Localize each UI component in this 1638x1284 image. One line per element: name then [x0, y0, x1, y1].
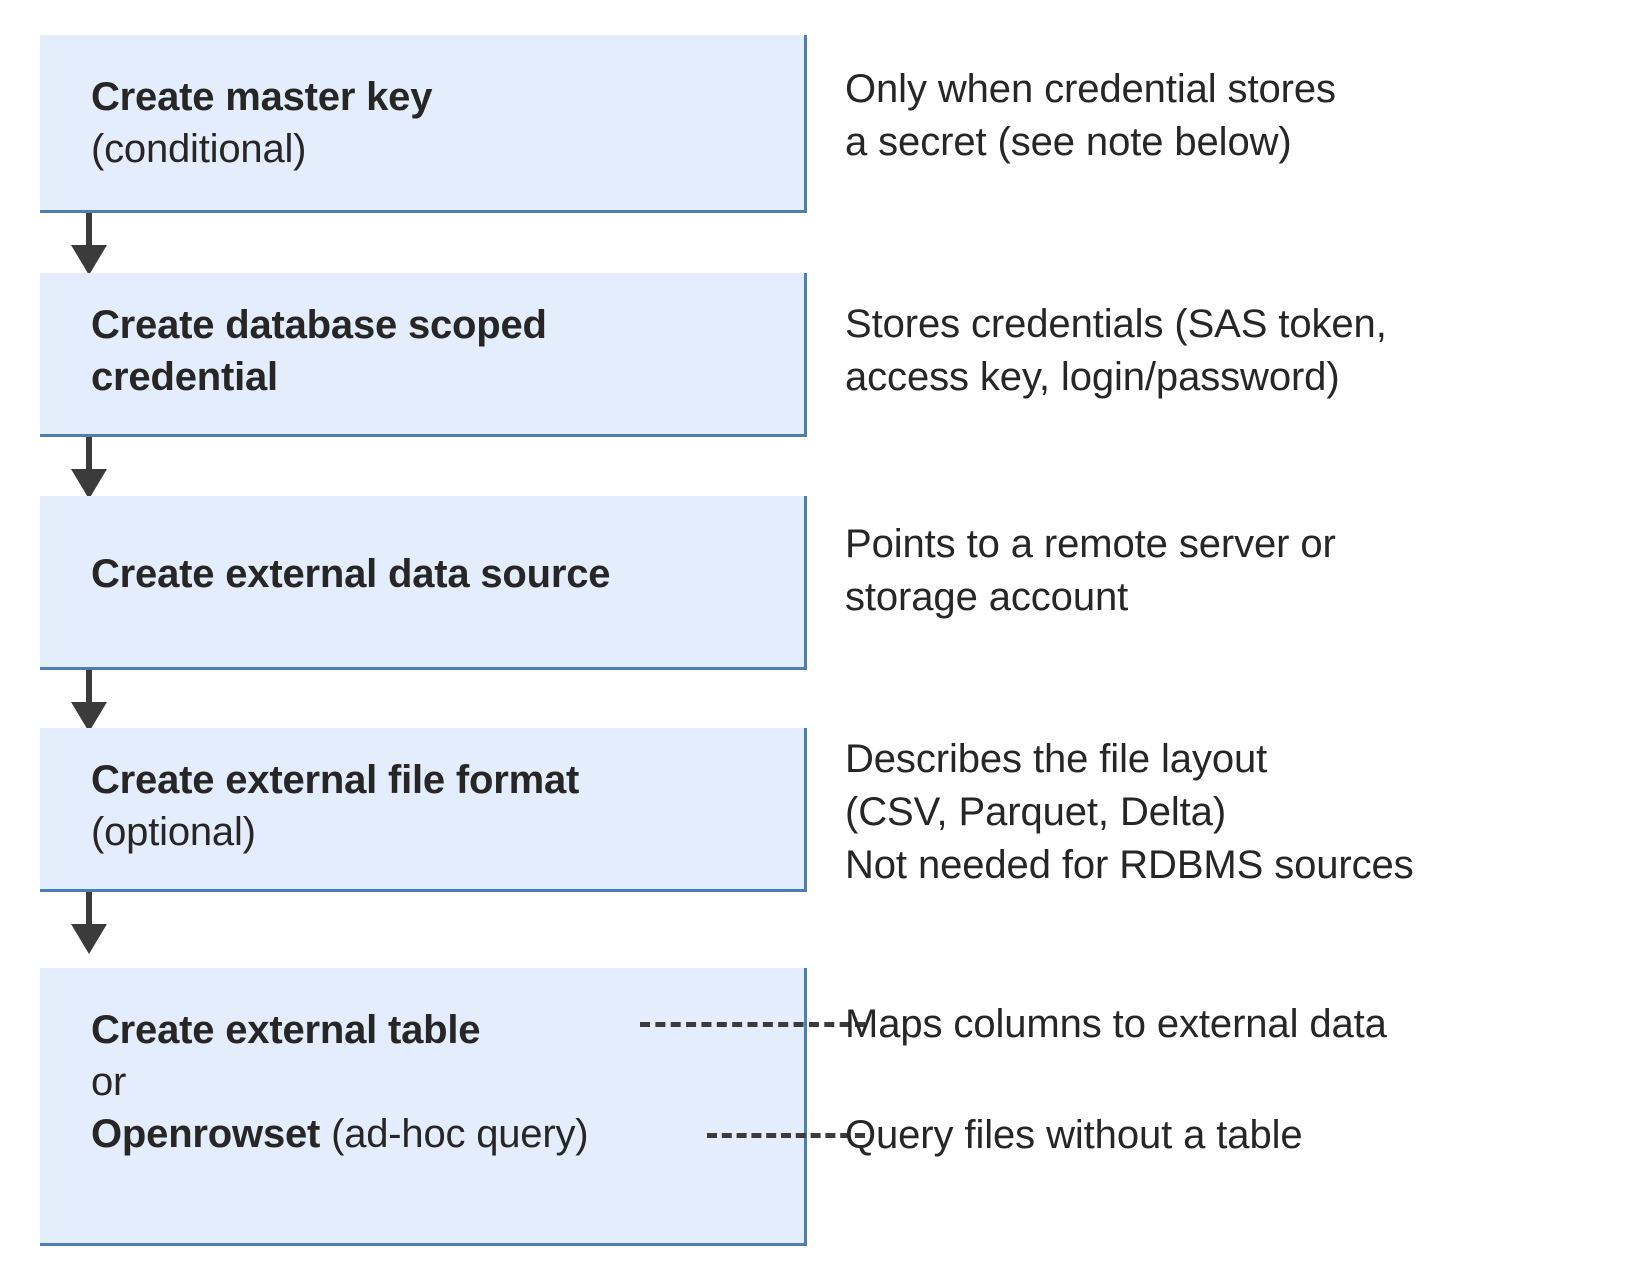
note-create-external-file-format: Describes the file layout (CSV, Parquet,…: [845, 733, 1414, 893]
step-primary-label: Create external file format: [91, 758, 580, 802]
arrow-shaft-4: [86, 892, 92, 930]
note-line: Not needed for RDBMS sources: [845, 843, 1414, 888]
flow-box-label-create-external-table-or-openrowset: Create external table or Openrowset (ad-…: [91, 1004, 792, 1160]
step-primary-label: Create master key: [91, 75, 433, 119]
step-secondary-label: (optional): [91, 810, 256, 854]
arrow-head-4: [71, 924, 107, 954]
step-primary-label-line2: credential: [91, 355, 278, 399]
step-primary-label: Create external data source: [91, 552, 611, 596]
step-alt-label: Openrowset: [91, 1112, 321, 1156]
arrow-head-2: [71, 469, 107, 499]
dashed-connector-openrowset: [707, 1133, 865, 1138]
arrow-head-3: [71, 702, 107, 732]
note-create-master-key: Only when credential stores a secret (se…: [845, 63, 1336, 169]
flow-box-label-create-master-key: Create master key (conditional): [91, 71, 792, 175]
flow-box-create-database-scoped-credential[interactable]: Create database scoped credential: [40, 273, 807, 437]
flow-box-create-external-file-format[interactable]: Create external file format (optional): [40, 728, 807, 892]
note-line: a secret (see note below): [845, 120, 1292, 165]
note-line: (CSV, Parquet, Delta): [845, 790, 1227, 835]
note-line: Maps columns to external data: [845, 1002, 1387, 1046]
step-conjunction-label: or: [91, 1060, 127, 1104]
arrow-shaft-3: [86, 670, 92, 708]
arrow-head-1: [71, 245, 107, 275]
arrow-shaft-1: [86, 213, 92, 251]
note-line: Describes the file layout: [845, 737, 1268, 781]
note-openrowset: Query files without a table: [845, 1109, 1303, 1162]
flow-box-label-create-database-scoped-credential: Create database scoped credential: [91, 299, 792, 403]
step-alt-qualifier: (ad-hoc query): [320, 1112, 589, 1156]
flow-box-label-create-external-data-source: Create external data source: [91, 548, 792, 600]
note-line: Query files without a table: [845, 1113, 1303, 1157]
flow-box-create-external-data-source[interactable]: Create external data source: [40, 496, 807, 670]
dashed-connector-external-table: [640, 1022, 865, 1027]
arrow-shaft-2: [86, 437, 92, 475]
note-line: storage account: [845, 575, 1129, 620]
note-line: Only when credential stores: [845, 67, 1336, 111]
note-create-external-data-source: Points to a remote server or storage acc…: [845, 518, 1336, 624]
flow-box-create-external-table-or-openrowset[interactable]: Create external table or Openrowset (ad-…: [40, 968, 807, 1246]
note-create-external-table: Maps columns to external data: [845, 998, 1387, 1051]
step-secondary-label: (conditional): [91, 127, 307, 171]
note-create-database-scoped-credential: Stores credentials (SAS token, access ke…: [845, 298, 1387, 404]
flow-box-create-master-key[interactable]: Create master key (conditional): [40, 35, 807, 213]
note-line: Points to a remote server or: [845, 522, 1336, 566]
note-line: Stores credentials (SAS token,: [845, 302, 1387, 346]
step-primary-label: Create external table: [91, 1008, 481, 1052]
note-line: access key, login/password): [845, 355, 1340, 400]
step-primary-label: Create database scoped: [91, 303, 547, 347]
flow-box-label-create-external-file-format: Create external file format (optional): [91, 754, 792, 858]
